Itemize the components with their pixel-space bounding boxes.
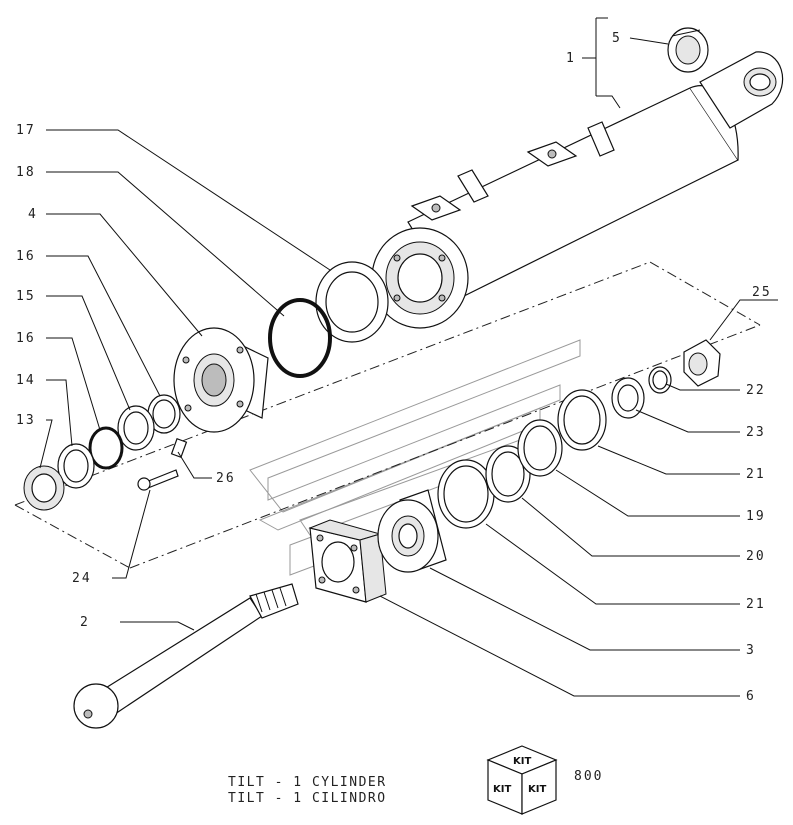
- cap-screw: [137, 469, 179, 491]
- callout-1: 1: [566, 51, 576, 66]
- caption-italian: TILT - 1 CILINDRO: [228, 791, 387, 806]
- o-ring: [268, 298, 332, 378]
- callout-24: 24: [72, 571, 92, 586]
- callout-20: 20: [746, 549, 766, 564]
- callout-16-top: 16: [16, 249, 36, 264]
- piston-wear-ring: [485, 445, 531, 503]
- callout-16-bottom: 16: [16, 331, 36, 346]
- wiper-seal: [23, 465, 65, 511]
- callout-22: 22: [746, 383, 766, 398]
- leader-lines: [39, 17, 778, 697]
- piston-rod: [73, 583, 299, 729]
- callout-2: 2: [80, 615, 90, 630]
- caption-english: TILT - 1 CYLINDER: [228, 775, 387, 790]
- callout-17: 17: [16, 123, 36, 138]
- callout-6: 6: [746, 689, 756, 704]
- kit-top-label: KIT: [513, 756, 531, 767]
- callout-23: 23: [746, 425, 766, 440]
- callout-4: 4: [28, 207, 38, 222]
- callout-21-bottom: 21: [746, 597, 766, 612]
- callout-5: 5: [612, 31, 622, 46]
- kit-right-label: KIT: [528, 784, 546, 795]
- cylinder-barrel: [371, 51, 784, 329]
- callout-25: 25: [752, 285, 772, 300]
- grease-fitting: [170, 438, 188, 458]
- callout-18: 18: [16, 165, 36, 180]
- small-o-ring: [648, 366, 672, 394]
- seal-ring: [315, 261, 389, 343]
- lock-nut: [683, 339, 721, 387]
- backup-ring: [88, 426, 124, 470]
- kit-left-label: KIT: [493, 784, 511, 795]
- callout-3: 3: [746, 643, 756, 658]
- wear-ring: [117, 405, 155, 451]
- piston-seal-a: [437, 459, 495, 529]
- kit-cube-icon: KIT KIT KIT: [486, 745, 558, 815]
- piston-seal-c: [557, 389, 607, 451]
- end-cap: [173, 327, 269, 433]
- callout-13: 13: [16, 413, 36, 428]
- callout-21-top: 21: [746, 467, 766, 482]
- rod-seal: [57, 443, 95, 489]
- callout-26: 26: [216, 471, 236, 486]
- callout-15: 15: [16, 289, 36, 304]
- piston: [377, 489, 447, 573]
- callout-14: 14: [16, 373, 36, 388]
- washer: [611, 377, 645, 419]
- piston-seal-b: [517, 419, 563, 477]
- bushing: [667, 27, 709, 73]
- kit-code: 800: [574, 769, 603, 784]
- rod-flange: [308, 519, 387, 603]
- callout-19: 19: [746, 509, 766, 524]
